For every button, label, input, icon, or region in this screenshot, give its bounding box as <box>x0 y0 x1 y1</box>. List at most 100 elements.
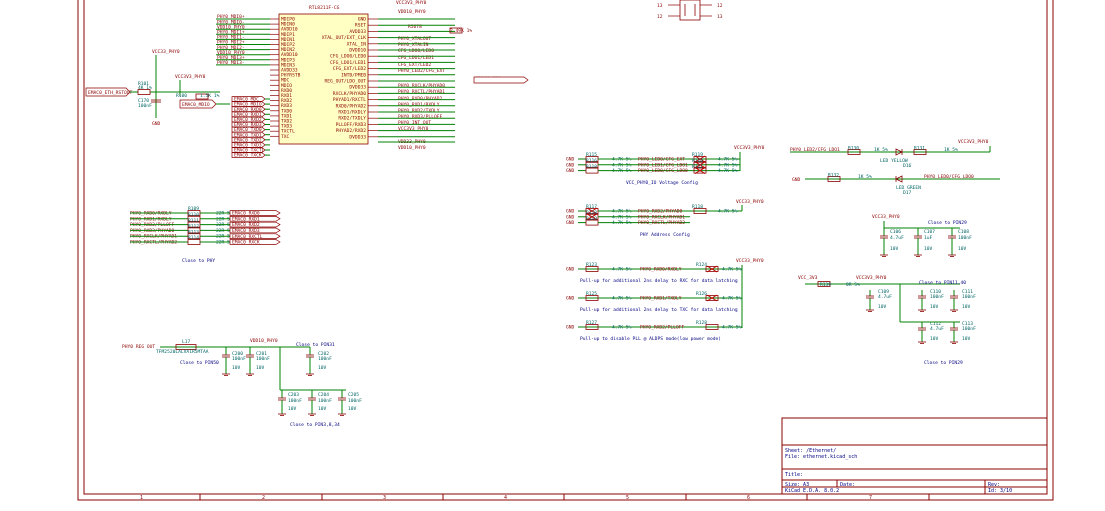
addr-pullup-resistor <box>693 208 707 214</box>
led-diode <box>895 148 903 156</box>
delay-note: Pull-up to disable PLL @ ALDPS mode(low … <box>580 336 721 342</box>
addr-vcc: VCC33_PHY0 <box>736 199 764 205</box>
hier-label-box <box>231 116 266 123</box>
ldo-alt-val: 4.7K 5% <box>718 168 738 174</box>
ic-left-pin-name: RXD3 <box>281 103 292 109</box>
decap-mid-resistor <box>817 281 831 287</box>
decap-top-v: 10V <box>958 246 967 252</box>
delay-alt-ref: R124 <box>696 262 707 268</box>
decap-b-val: 100nF <box>256 356 270 362</box>
xtal-pin-d: 13 <box>717 14 723 20</box>
delay-alt-val: 4.7K 5% <box>722 296 742 302</box>
hier-label-box <box>229 216 281 222</box>
ic-left-pin-name: TXC <box>281 134 290 140</box>
emac-label: EMAC0_RXD3 <box>234 122 262 128</box>
hier-label-box <box>231 131 266 138</box>
gnd-label: GND <box>566 162 575 168</box>
right-net-label: 2.49K 1% <box>450 28 472 34</box>
hier-label-box <box>231 126 266 133</box>
hier-label-box <box>231 106 266 112</box>
rx-emac-label: EMAC0_RXCK <box>232 240 260 246</box>
dnp-mark <box>586 213 598 221</box>
ldo-vcc: VCC3V3_PHY0 <box>734 145 765 151</box>
inductor <box>175 344 197 350</box>
net-label: PHY0_MDI1+ <box>217 30 245 36</box>
hier-label-box <box>231 152 266 158</box>
led-r-val: 1K 5% <box>858 174 872 180</box>
rx-ref: R114 <box>188 235 199 241</box>
decap-mid-r-ref: R139 <box>820 282 831 288</box>
decap-b-note3: Close to PIN3,8,34 <box>290 422 340 428</box>
emac-labels: EMAC0_MDCEMAC0_MDIOEMAC0_RXD0EMAC0_RXD1E… <box>231 96 270 159</box>
led-resistor <box>847 149 861 155</box>
ic-right-pin-name: CFG_LDO0/LED0 <box>330 54 366 60</box>
ic-right-pin-name: INTB/PMEB <box>341 72 366 78</box>
decap-mid-v: 10V <box>962 304 971 310</box>
decap-b-val: 100nF <box>318 398 332 404</box>
hier-label-box <box>229 239 281 245</box>
xtal-pin-a: 13 <box>657 3 663 9</box>
led-resistor-2 <box>913 149 927 155</box>
decap-mid-ref: C112 <box>930 321 941 327</box>
emac-label: EMAC0_MDC <box>234 97 259 103</box>
ldo-alt-resistor <box>693 156 707 162</box>
delay-resistor <box>585 324 599 330</box>
decap-b-ref: C205 <box>348 392 359 398</box>
rx-ref: R109 <box>188 206 199 212</box>
delay-ref: R123 <box>586 262 597 268</box>
ldo-alt-resistor <box>693 161 707 168</box>
ic-right-pin-name: PHYAD1/RXCTL <box>333 97 366 103</box>
ldo-alt-ref: R121 <box>692 164 703 170</box>
ic-left-nets: PHY0_MDI0+PHY0_MDI0-VDD10_PHY0PHY0_MDI1+… <box>216 14 270 66</box>
ldo-net: PHY0_LED0/CFG_EXT <box>638 157 685 163</box>
net-label: PHY0_MDI0+ <box>217 14 245 20</box>
delay-ref: R125 <box>586 291 597 297</box>
crystal-fragment: 13 12 12 13 <box>657 0 723 21</box>
ic-right-pin-name: RSET <box>355 23 366 29</box>
emac-label: EMAC0_RXD0 <box>234 107 262 113</box>
right-net-label: PHY0_XTALOUT <box>398 36 431 42</box>
ic-left-pin-name: TXD3 <box>281 124 292 130</box>
right-net-label: PHY0_RXD0/PHYAD2 <box>398 96 442 102</box>
border-number: 7 <box>869 495 872 501</box>
reset-circuit: EMAC0_ETH_RSTOUT R101 4K 1% VCC33_PHY0 C… <box>85 49 230 127</box>
vdd10-label: VDD10_PHY0 <box>250 338 278 344</box>
decap-b-ref: C202 <box>318 351 329 357</box>
decap-mid-v: 10V <box>930 304 939 310</box>
delay-alt-resistor <box>705 324 719 330</box>
reset-c-ref: C170 <box>138 98 149 104</box>
right-net-label: PHY0_RXD3/PLLOFF <box>398 114 442 120</box>
decap-top-val: 4.7uF <box>890 235 904 241</box>
ic-right-pin-name: RXD2/TXDLY <box>338 116 366 122</box>
ic-right-pin-name: XTAL_OUT/EXT_CLK <box>322 35 366 41</box>
decap-b-ref: C201 <box>256 351 267 357</box>
tb-sheet: Sheet: /Ethernet/ <box>785 448 836 454</box>
ic-right-pin-name: CFG_EXT/LED2 <box>333 66 366 72</box>
ldo-alt-resistor <box>693 167 707 174</box>
phy-ic[interactable]: RTL8211F-CG MDIP0MDIN0AVDD10MDIP1MDIN1MD… <box>270 5 378 145</box>
rx-emac-label: EMAC0_RXD3 <box>232 228 260 234</box>
reset-vcc2: VCC3V3_PHY0 <box>175 74 206 80</box>
ic-left-pin-name: RXD0 <box>281 88 292 94</box>
right-net-label: PHY0_LED2/CFG_EXT <box>398 68 445 74</box>
right-net-label: CFG_EXT/LED2 <box>398 62 431 68</box>
decoupling-bottom: PHY0 REG OUTL17TFM2520LALVA1R5MTAAVDD10_… <box>122 338 362 428</box>
hier-label-box <box>231 111 266 118</box>
right-net-label: PHY0_XTALIN <box>398 42 429 48</box>
delay-net: PHY0_RXD2/PLLOFF <box>640 325 684 331</box>
decap-mid-val: 100nF <box>962 294 976 300</box>
addr-pullup-ref: R118 <box>692 204 703 210</box>
gnd-label: GND <box>566 220 575 226</box>
ic-left-pin-name: MDIN0 <box>281 22 295 28</box>
ic-left-pin-name: MDIP1 <box>281 32 295 38</box>
decap-top-val: 1uF <box>924 235 933 241</box>
reset-r2-ref: R100 <box>176 93 187 99</box>
tb-file: File: ethernet.kicad_sch <box>785 454 857 460</box>
delay-resistor <box>585 295 599 301</box>
led-d-val: LED GREEN <box>896 185 921 191</box>
inductor-ref: L17 <box>182 339 191 345</box>
decap-b-v: 10V <box>232 365 241 371</box>
ic-right-pin-name: PHYAD2/RXD2 <box>336 128 367 134</box>
